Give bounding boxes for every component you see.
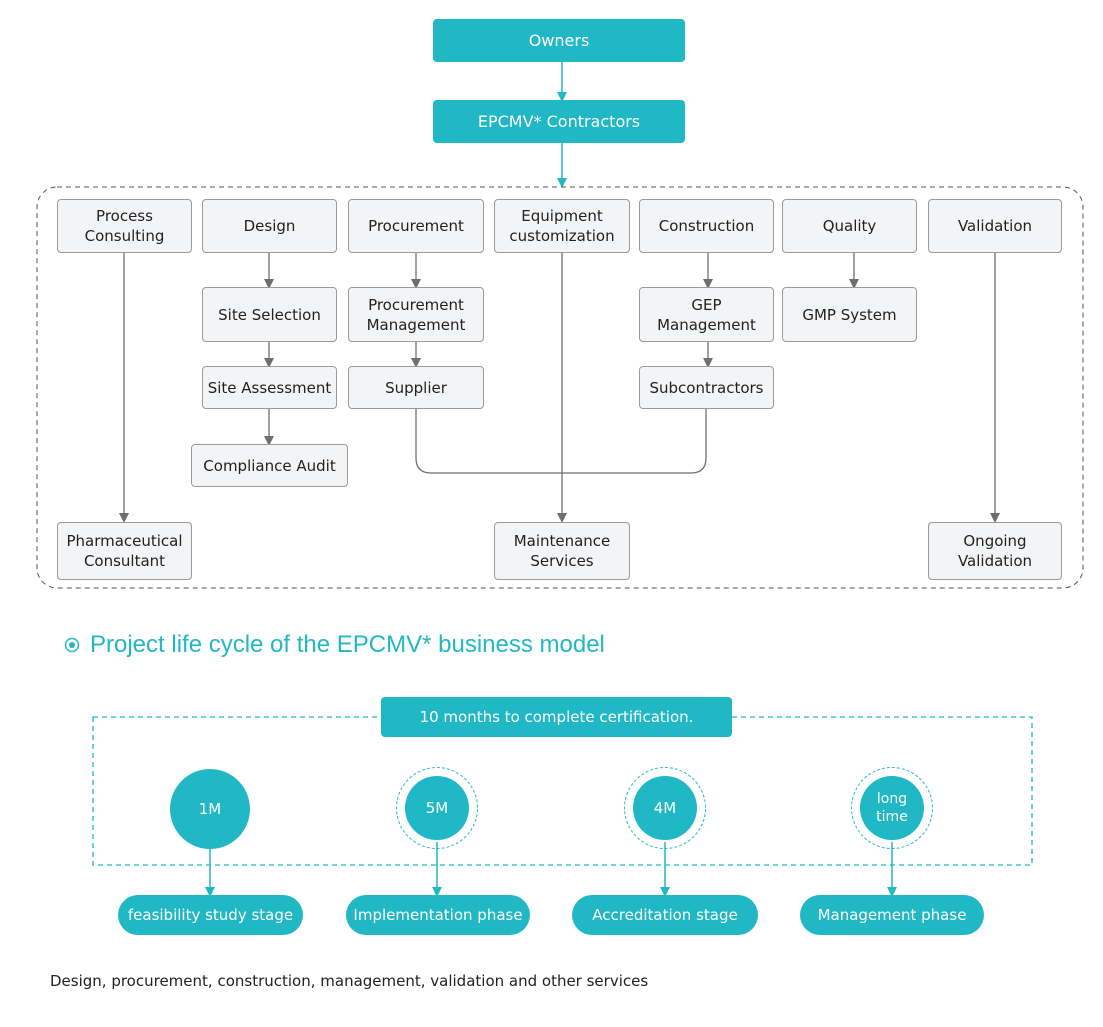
maintenance-services-box: Maintenance Services (494, 522, 630, 580)
site-assessment-box: Site Assessment (202, 366, 337, 409)
design-box: Design (202, 199, 337, 253)
quality-box: Quality (782, 199, 917, 253)
equipment-customization-box: Equipment customization (494, 199, 630, 253)
contractors-label: EPCMV* Contractors (477, 112, 641, 131)
gep-management-box: GEP Management (639, 287, 774, 342)
procurement-box: Procurement (348, 199, 484, 253)
procurement-management-box: Procurement Management (348, 287, 484, 342)
pharmaceutical-consultant-box: Pharmaceutical Consultant (57, 522, 192, 580)
stage-management-label: Management phase (817, 906, 967, 924)
owners-label: Owners (528, 31, 590, 50)
compliance-audit-box: Compliance Audit (191, 444, 348, 487)
stage-implementation-label: Implementation phase (353, 906, 523, 924)
section-title-text: Project life cycle of the EPCMV* busines… (90, 631, 605, 658)
connector-supplier-subcontractors (415, 409, 707, 474)
contractors-box: EPCMV* Contractors (433, 100, 685, 143)
bullet-circle-icon (64, 637, 80, 653)
duration-ring-2 (396, 767, 478, 849)
ongoing-validation-box: Ongoing Validation (928, 522, 1062, 580)
duration-circle-3: 4M (633, 776, 697, 840)
section-title: Project life cycle of the EPCMV* busines… (64, 627, 605, 663)
services-frame (36, 186, 1084, 589)
supplier-box: Supplier (348, 366, 484, 409)
footer-text: Design, procurement, construction, manag… (50, 972, 649, 990)
subcontractors-box: Subcontractors (639, 366, 774, 409)
stage-feasibility-label: feasibility study stage (127, 906, 294, 924)
validation-box: Validation (928, 199, 1062, 253)
duration-ring-4 (851, 767, 933, 849)
owners-box: Owners (433, 19, 685, 62)
process-consulting-box: Process Consulting (57, 199, 192, 253)
stage-accreditation: Accreditation stage (572, 895, 758, 935)
stage-feasibility: feasibility study stage (118, 895, 303, 935)
gmp-system-box: GMP System (782, 287, 917, 342)
certification-banner-text: 10 months to complete certification. (419, 708, 694, 726)
construction-box: Construction (639, 199, 774, 253)
stage-accreditation-label: Accreditation stage (592, 906, 738, 924)
site-selection-box: Site Selection (202, 287, 337, 342)
stage-management: Management phase (800, 895, 984, 935)
duration-circle-2: 5M (405, 776, 469, 840)
duration-ring-3 (624, 767, 706, 849)
stage-implementation: Implementation phase (346, 895, 530, 935)
certification-banner: 10 months to complete certification. (381, 697, 732, 737)
duration-circle-4: long time (860, 776, 924, 840)
duration-circle-1: 1M (170, 769, 250, 849)
